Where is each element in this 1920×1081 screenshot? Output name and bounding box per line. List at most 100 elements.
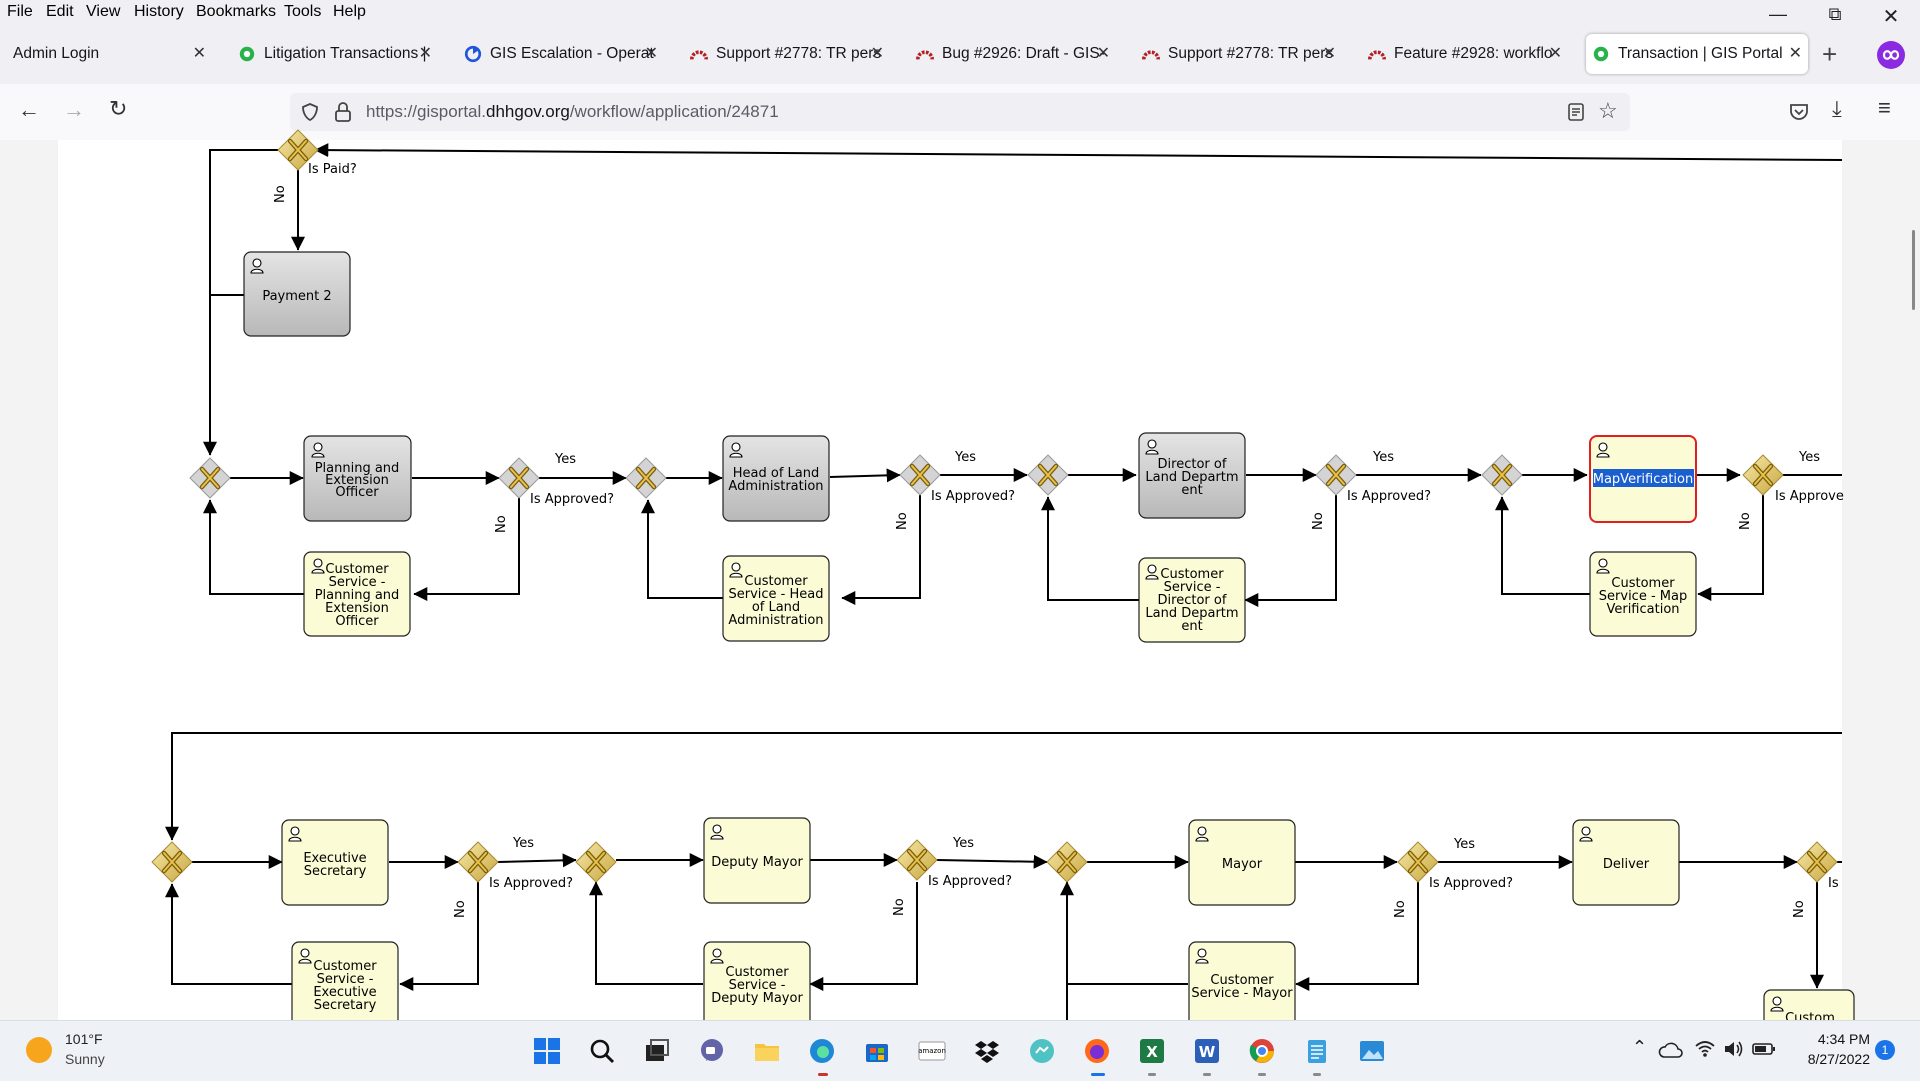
tab-close-icon[interactable]: ✕ [644, 45, 658, 62]
app-menu-icon[interactable]: ≡ [1878, 95, 1891, 120]
task-deputy-mayor[interactable] [703, 817, 811, 904]
tab-close-icon[interactable]: ✕ [870, 45, 884, 62]
weather-condition[interactable]: Sunny [65, 1051, 105, 1067]
redmine-icon [1142, 50, 1160, 60]
tab-close-icon[interactable]: ✕ [1322, 45, 1336, 62]
pocket-icon[interactable] [1788, 101, 1810, 123]
task-label-line: Customer [1210, 973, 1274, 988]
bookmark-star-icon[interactable]: ☆ [1598, 98, 1618, 123]
tab-gis-escalation[interactable]: GIS Escalation - Operat ✕ [458, 34, 664, 74]
tab-close-icon[interactable]: ✕ [1788, 45, 1802, 62]
downloads-icon[interactable]: ⤓ [1832, 96, 1842, 121]
extension-icon[interactable] [1876, 40, 1906, 70]
task-cs-head-of-land-administration[interactable] [722, 555, 830, 642]
word-icon[interactable]: W [1193, 1037, 1221, 1065]
task-director-of-land-department[interactable] [1138, 432, 1246, 519]
task-cs-planning-extension-officer[interactable] [303, 551, 411, 637]
task-head-of-land-administration[interactable] [722, 435, 830, 522]
volume-icon[interactable] [1723, 1039, 1745, 1059]
address-bar[interactable]: https://gisportal.dhhgov.org/workflow/ap… [290, 93, 1630, 131]
amazon-icon[interactable]: amazon [918, 1037, 946, 1065]
restore-icon[interactable]: ⧉ [1828, 4, 1842, 24]
menu-tools[interactable]: Tools [284, 3, 322, 20]
notification-badge[interactable]: 1 [1875, 1040, 1895, 1060]
notepad-icon[interactable] [1303, 1037, 1331, 1065]
vertical-scrollbar[interactable] [1912, 230, 1915, 310]
tab-support-2778-b[interactable]: Support #2778: TR pers ✕ [1136, 34, 1342, 74]
menu-view[interactable]: View [86, 3, 121, 20]
dropbox-icon[interactable] [973, 1037, 1001, 1065]
gateway-merge[interactable] [1028, 455, 1068, 495]
task-mapverification-active[interactable] [1589, 435, 1697, 523]
excel-icon[interactable]: X [1138, 1037, 1166, 1065]
messenger-icon[interactable] [1028, 1037, 1056, 1065]
tab-bug-2926[interactable]: Bug #2926: Draft - GIS- ✕ [910, 34, 1116, 74]
tab-close-icon[interactable]: ✕ [192, 45, 206, 62]
tab-close-icon[interactable]: ✕ [1548, 45, 1562, 62]
clock-time[interactable]: 4:34 PM [1817, 1031, 1870, 1047]
menu-edit[interactable]: Edit [46, 3, 74, 20]
task-label-line: Service - Mayor [1191, 986, 1293, 1001]
menu-help[interactable]: Help [333, 3, 366, 20]
url-text[interactable]: https://gisportal.dhhgov.org/workflow/ap… [366, 102, 779, 122]
gateway-merge[interactable] [576, 842, 616, 882]
task-label-line: Service - [729, 978, 786, 993]
search-icon[interactable] [588, 1037, 616, 1065]
gateway-merge[interactable] [626, 458, 666, 498]
onedrive-icon[interactable] [1658, 1041, 1683, 1059]
task-label-line: Head of Land [733, 466, 820, 481]
reload-icon[interactable]: ↻ [109, 96, 128, 121]
minimize-icon[interactable]: — [1769, 4, 1787, 24]
reader-view-icon[interactable] [1567, 103, 1585, 121]
gateway-merge[interactable] [190, 458, 230, 498]
tab-litigation-transactions[interactable]: Litigation Transactions | ✕ [232, 34, 438, 74]
forward-icon[interactable]: → [63, 97, 85, 122]
edge-icon[interactable] [808, 1037, 836, 1065]
tab-transaction-gis-portal[interactable]: Transaction | GIS Portal ✕ [1586, 34, 1808, 74]
store-icon[interactable] [863, 1037, 891, 1065]
menu-file[interactable]: File [7, 3, 33, 20]
menu-bookmarks[interactable]: Bookmarks [196, 3, 277, 20]
label-is-approved: Is Approved? [1347, 489, 1431, 504]
tab-feature-2928[interactable]: Feature #2928: workflo ✕ [1362, 34, 1568, 74]
gateway-merge[interactable] [152, 842, 192, 882]
task-cs-director-of-land-department[interactable] [1138, 557, 1246, 643]
firefox-icon[interactable] [1083, 1037, 1111, 1065]
task-executive-secretary[interactable] [281, 819, 389, 906]
start-icon[interactable] [533, 1037, 561, 1065]
shield-icon[interactable] [300, 102, 320, 122]
gateway-merge[interactable] [1482, 455, 1522, 495]
photos-icon[interactable] [1358, 1037, 1386, 1065]
new-tab-icon[interactable]: + [1822, 39, 1838, 69]
chevron-up-icon[interactable]: ⌃ [1632, 1037, 1648, 1057]
tab-close-icon[interactable]: ✕ [418, 45, 432, 62]
chrome-icon[interactable] [1248, 1037, 1276, 1065]
wifi-icon[interactable] [1694, 1039, 1716, 1059]
clock-date[interactable]: 8/27/2022 [1807, 1051, 1870, 1067]
weather-temp[interactable]: 101°F [65, 1031, 103, 1047]
menu-history[interactable]: History [134, 3, 184, 20]
task-planning-extension-officer[interactable] [303, 435, 412, 522]
tab-close-icon[interactable]: ✕ [1096, 45, 1110, 62]
task-view-icon[interactable] [643, 1037, 671, 1065]
task-mayor[interactable] [1188, 819, 1296, 906]
task-label-line: Secretary [304, 864, 367, 879]
file-explorer-icon[interactable] [753, 1037, 781, 1065]
task-payment-2[interactable] [243, 251, 351, 337]
task-cs-map-verification[interactable] [1589, 551, 1697, 637]
back-icon[interactable]: ← [18, 97, 40, 122]
tab-admin-login[interactable]: Admin Login ✕ [6, 34, 212, 74]
tab-support-2778[interactable]: Support #2778: TR pers ✕ [684, 34, 890, 74]
gateway-merge[interactable] [1047, 842, 1087, 882]
lock-icon[interactable] [334, 101, 352, 123]
url-path: /workflow/application/24871 [569, 102, 779, 121]
task-label: MapVerification [1593, 472, 1693, 487]
battery-icon[interactable] [1752, 1041, 1776, 1057]
label-no: No [892, 898, 907, 916]
sun-icon[interactable] [26, 1037, 52, 1063]
taskbar-active-indicator [818, 1073, 828, 1076]
task-label-line: Planning and [315, 461, 400, 476]
task-deliver[interactable] [1572, 819, 1680, 906]
close-window-icon[interactable]: ✕ [1882, 6, 1900, 28]
chat-icon[interactable] [698, 1037, 726, 1065]
